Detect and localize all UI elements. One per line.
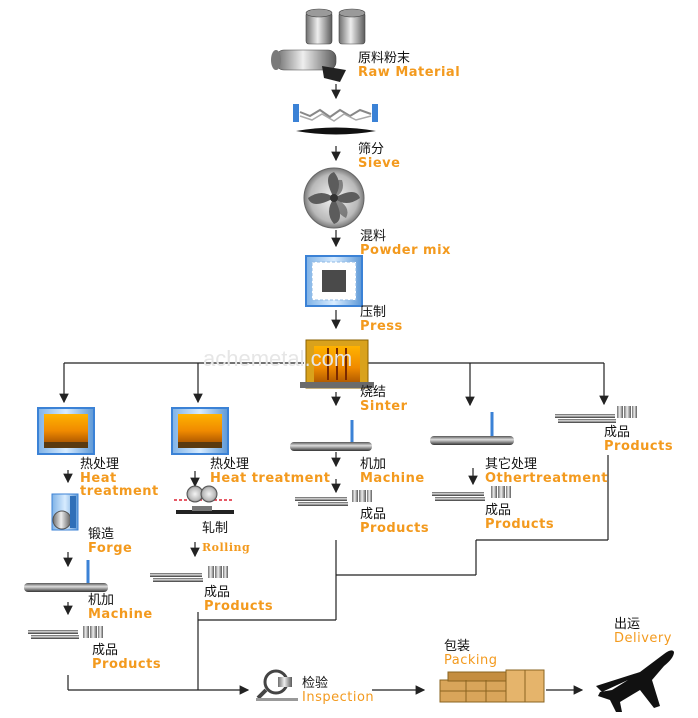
label-cn: 轧制 <box>202 521 229 536</box>
watermark: achemetal.com <box>203 346 353 371</box>
step-products-other: 成品 Products <box>485 504 554 531</box>
step-sieve: 筛分 Sieve <box>358 143 400 170</box>
step-raw-material: 原料粉末 Raw Material <box>358 52 460 79</box>
barrels-icon <box>271 8 366 82</box>
inspection-magnifier-icon <box>256 669 298 701</box>
products-bundle-icon <box>555 406 637 423</box>
step-inspection: 检验 Inspection <box>302 677 374 704</box>
step-machine-center: 机加 Machine <box>360 458 425 485</box>
label-en: Heat treatment <box>210 470 331 486</box>
step-forge: 锻造 Forge <box>88 528 132 555</box>
step-products-left: 成品 Products <box>92 644 161 671</box>
step-press: 压制 Press <box>360 306 403 333</box>
label-cn: 筛分 <box>358 142 385 157</box>
label-cn: 成品 <box>485 503 512 518</box>
heat-treatment-furnace-icon <box>37 407 95 455</box>
label-cn: 烧结 <box>360 385 387 400</box>
label-en: Inspection <box>302 689 375 705</box>
label-en: Powder mix <box>360 242 451 258</box>
press-die-icon <box>305 255 363 307</box>
label-en: Packing <box>444 652 498 668</box>
rolling-mill-icon <box>174 485 234 514</box>
step-powder-mix: 混料 Powder mix <box>360 230 451 257</box>
label-en: Products <box>604 438 674 454</box>
label-cn: 其它处理 <box>485 457 538 472</box>
step-machine-left: 机加 Machine <box>88 594 153 621</box>
label-cn: 机加 <box>360 457 387 472</box>
step-products-right: 成品 Products <box>604 426 673 453</box>
machine-bar-icon <box>24 560 108 592</box>
step-other-treatment: 其它处理 Othertreatment <box>485 458 608 485</box>
label-en: Rolling <box>202 540 251 554</box>
label-cn: 机加 <box>88 593 115 608</box>
products-bundle-icon <box>28 626 103 639</box>
step-heat-treatment-2: 热处理 Heat treatment <box>210 458 330 485</box>
products-bundle-icon <box>295 490 372 506</box>
label-cn: 热处理 <box>210 457 250 472</box>
packing-boxes-icon <box>439 669 545 703</box>
step-rolling: 轧制 Rolling <box>202 522 250 553</box>
label-en: Products <box>485 516 555 532</box>
label-en: Products <box>204 598 274 614</box>
label-cn: 成品 <box>204 585 231 600</box>
label-cn: 热处理 <box>80 457 120 472</box>
label-cn: 包装 <box>444 639 471 654</box>
heat-treatment-furnace-icon <box>171 407 229 455</box>
label-en: Machine <box>88 606 153 622</box>
label-cn: 成品 <box>92 643 119 658</box>
machine-bar-icon <box>290 420 372 451</box>
label-cn: 原料粉末 <box>358 51 411 66</box>
label-cn: 成品 <box>360 507 387 522</box>
step-products-rolling: 成品 Products <box>204 586 273 613</box>
label-en: Forge <box>88 540 133 556</box>
label-en: Heat treatment <box>80 470 159 500</box>
step-packing: 包装 Packing <box>444 640 498 667</box>
label-en: Delivery <box>614 630 672 646</box>
label-en: Products <box>360 520 430 536</box>
sieve-icon <box>293 104 378 135</box>
label-cn: 压制 <box>360 305 387 320</box>
label-en: Press <box>360 318 403 334</box>
label-cn: 成品 <box>604 425 631 440</box>
airplane-icon <box>596 650 674 712</box>
label-en: Othertreatment <box>485 470 609 486</box>
label-en: Raw Material <box>358 64 461 80</box>
machine-bar-icon <box>430 412 514 445</box>
products-bundle-icon <box>150 566 228 582</box>
label-cn: 出运 <box>614 617 641 632</box>
step-sinter: 烧结 Sinter <box>360 386 408 413</box>
step-delivery: 出运 Delivery <box>614 618 672 645</box>
label-en: Products <box>92 656 162 672</box>
label-en: Machine <box>360 470 425 486</box>
label-cn: 混料 <box>360 229 387 244</box>
label-en: Sinter <box>360 398 408 414</box>
label-cn: 检验 <box>302 676 329 691</box>
label-cn: 锻造 <box>88 527 115 542</box>
sinter-furnace-icon <box>300 339 374 389</box>
mixer-fan-icon <box>303 167 365 229</box>
flow-lines <box>59 84 609 695</box>
label-en: Sieve <box>358 155 401 171</box>
products-bundle-icon <box>432 486 511 501</box>
step-products-center: 成品 Products <box>360 508 429 535</box>
step-heat-treatment-1: 热处理 Heat treatment <box>80 458 162 499</box>
forge-hammer-icon <box>51 493 79 531</box>
